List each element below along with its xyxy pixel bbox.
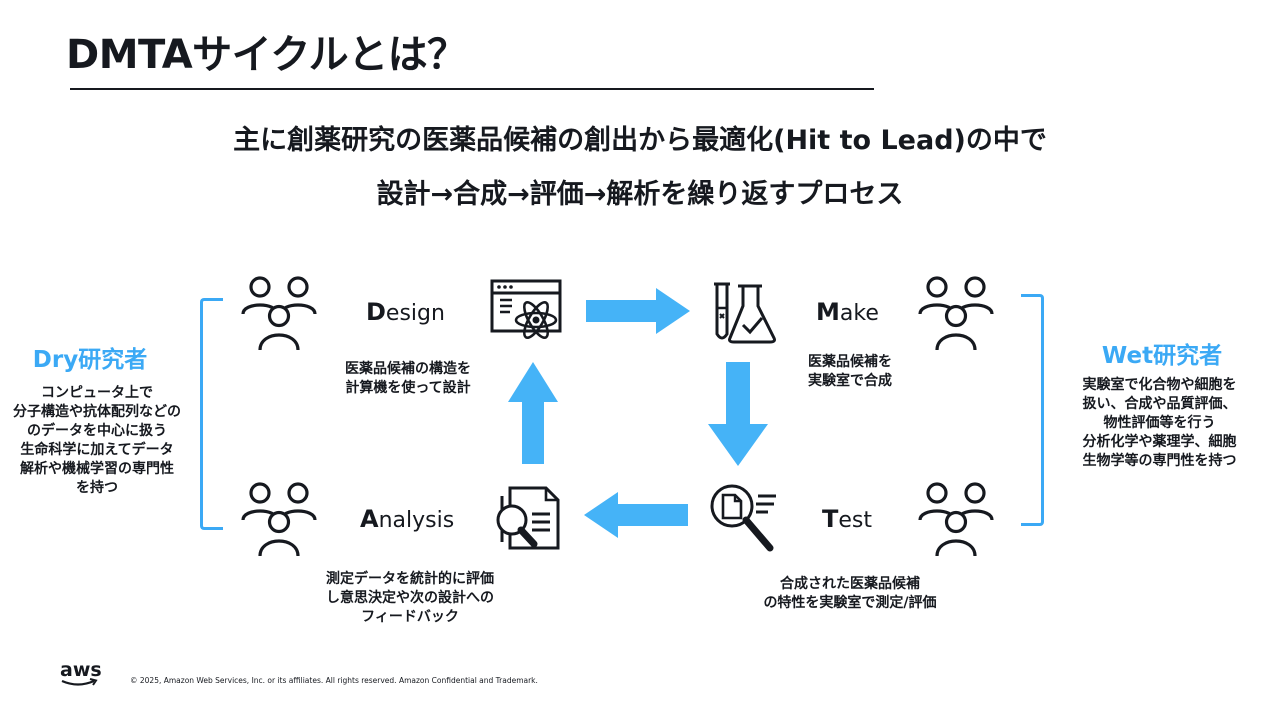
subtitle-line-1: 主に創薬研究の医薬品候補の創出から最適化(Hit to Lead)の中で bbox=[233, 125, 1047, 156]
design-description: 医薬品候補の構造を 計算機を使って設計 bbox=[345, 361, 471, 396]
flask-icon bbox=[714, 282, 776, 344]
copyright-notice: © 2025, Amazon Web Services, Inc. or its… bbox=[130, 676, 538, 685]
design-label: Design bbox=[366, 298, 445, 326]
dry-title: Dry研究者 bbox=[32, 347, 148, 373]
arrow-analysis-to-design bbox=[508, 362, 558, 464]
arrow-test-to-analysis bbox=[584, 492, 688, 538]
document-magnifier-icon bbox=[710, 484, 776, 552]
subtitle-line-2: 設計→合成→評価→解析を繰り返すプロセス bbox=[376, 179, 904, 210]
wet-people-bottom-icon bbox=[918, 482, 994, 558]
title-divider bbox=[70, 88, 874, 90]
wet-description: 実験室で化合物や細胞を 扱い、合成や品質評価、 物性評価等を行う 分析化学や薬理… bbox=[1082, 377, 1237, 469]
dry-people-bottom-icon bbox=[241, 482, 317, 558]
arrow-design-to-make bbox=[586, 288, 690, 334]
aws-logo: aws bbox=[60, 660, 104, 688]
arrow-make-to-test bbox=[708, 362, 768, 466]
dry-description: コンピュータ上で 分子構造や抗体配列などの のデータを中心に扱う 生命科学に加え… bbox=[13, 385, 181, 496]
test-description: 合成された医薬品候補 の特性を実験室で測定/評価 bbox=[763, 576, 937, 611]
analysis-label: Analysis bbox=[360, 505, 455, 533]
documents-magnifier-icon bbox=[496, 486, 560, 550]
make-label: Make bbox=[816, 298, 879, 326]
wet-title: Wet研究者 bbox=[1101, 343, 1223, 369]
wet-bracket bbox=[1021, 294, 1044, 526]
test-label: Test bbox=[822, 505, 872, 533]
analysis-description: 測定データを統計的に評価 し意思決定や次の設計への フィードバック bbox=[326, 571, 494, 625]
aws-smile-icon bbox=[61, 678, 98, 686]
dry-bracket bbox=[200, 298, 223, 530]
page-title: DMTAサイクルとは？ bbox=[66, 32, 467, 78]
wet-people-top-icon bbox=[918, 276, 994, 352]
make-description: 医薬品候補を 実験室で合成 bbox=[808, 354, 892, 389]
dry-people-top-icon bbox=[241, 276, 317, 352]
browser-atom-icon bbox=[490, 279, 562, 339]
